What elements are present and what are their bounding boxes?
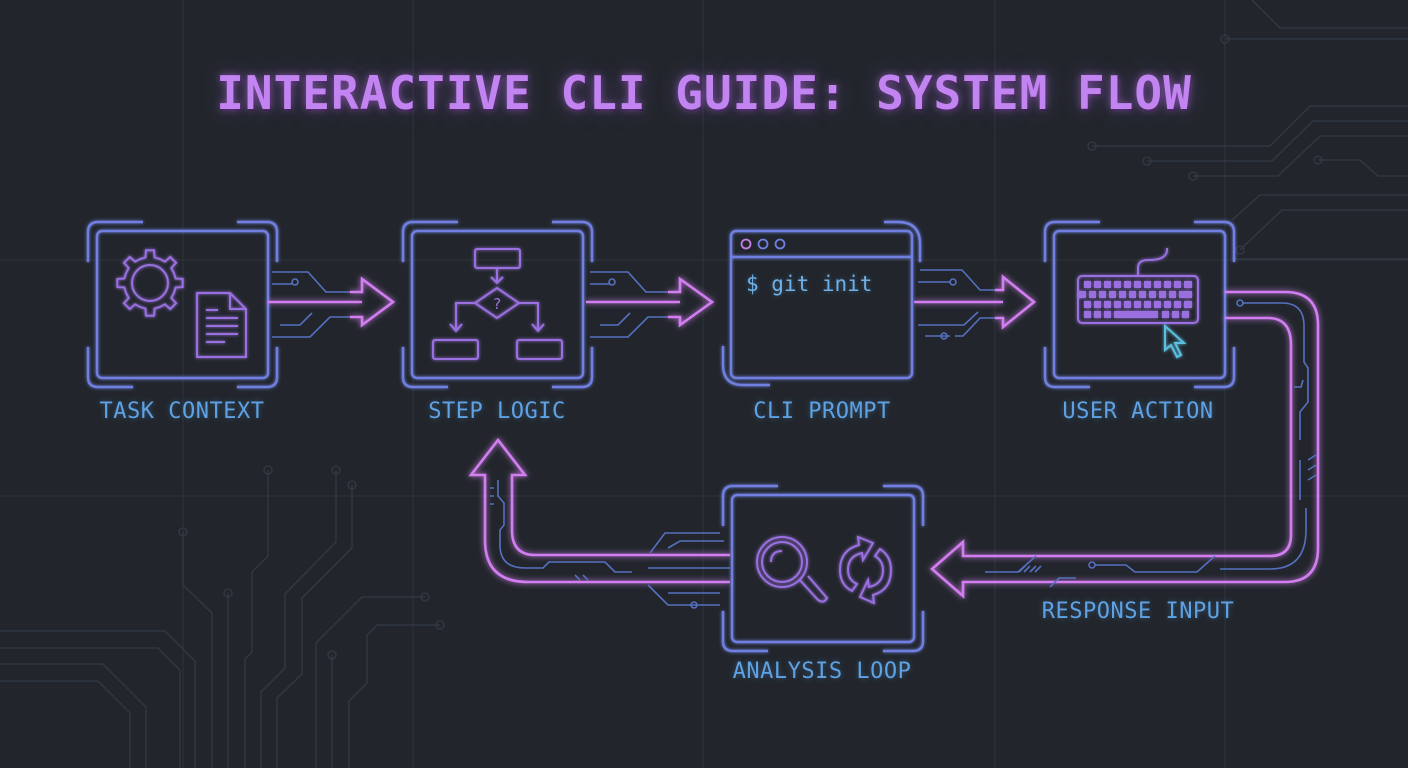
magnifier-icon — [756, 536, 829, 603]
keyboard-key — [1114, 301, 1121, 308]
flowchart-decision-symbol: ? — [492, 295, 501, 313]
keyboard-key — [1184, 301, 1192, 308]
arrow-analysis-to-step — [468, 437, 730, 584]
node-label-task-context: TASK CONTEXT — [99, 399, 265, 424]
keyboard-key — [1164, 281, 1171, 288]
keyboard-key — [1179, 291, 1192, 298]
edge-label-response-input: RESPONSE INPUT — [1041, 599, 1235, 624]
keyboard-key — [1144, 301, 1151, 308]
terminal-window-icon — [721, 220, 922, 387]
keyboard-key — [1164, 301, 1171, 308]
window-close-dot — [740, 238, 752, 250]
node-label-step-logic: STEP LOGIC — [428, 399, 566, 424]
node-label-analysis-loop: ANALYSIS LOOP — [732, 659, 912, 684]
keyboard-key — [1149, 291, 1156, 298]
keyboard-icon — [1077, 248, 1199, 324]
keyboard-key — [1174, 281, 1181, 288]
node-label-user-action: USER ACTION — [1062, 399, 1214, 424]
keyboard-key — [1172, 311, 1179, 318]
node-analysis-loop-frame — [721, 484, 925, 653]
loop-traces — [490, 299, 1317, 609]
keyboard-key — [1104, 311, 1111, 318]
keyboard-key — [1139, 291, 1146, 298]
keyboard-key — [1084, 311, 1091, 318]
keyboard-key — [1119, 291, 1126, 298]
keyboard-key — [1099, 291, 1106, 298]
keyboard-key — [1089, 291, 1096, 298]
diagram-title: INTERACTIVE CLI GUIDE: SYSTEM FLOW — [216, 66, 1192, 120]
keyboard-key — [1084, 281, 1091, 288]
keyboard-key — [1182, 311, 1189, 318]
keyboard-key — [1159, 291, 1166, 298]
keyboard-key — [1184, 281, 1192, 288]
document-icon — [196, 292, 247, 358]
arrow-cli-to-user — [914, 274, 1037, 330]
node-step-logic-frame — [401, 220, 594, 389]
keyboard-key — [1144, 281, 1151, 288]
keyboard-key — [1129, 291, 1136, 298]
keyboard-key — [1109, 291, 1116, 298]
keyboard-key — [1114, 311, 1158, 318]
terminal-command: $ git init — [746, 272, 873, 296]
keyboard-key — [1094, 311, 1101, 318]
mouse-cursor-icon — [1164, 323, 1187, 359]
keyboard-key — [1094, 281, 1101, 288]
keyboard-key — [1077, 291, 1086, 298]
arrow-step-to-cli — [586, 276, 715, 328]
arrow-task-to-step — [268, 276, 396, 328]
arrow-user-to-analysis — [930, 290, 1320, 599]
keyboard-key — [1104, 281, 1111, 288]
node-task-context-frame — [86, 220, 279, 389]
keyboard-key — [1124, 301, 1131, 308]
keyboard-key — [1169, 291, 1176, 298]
window-min-dot — [757, 238, 769, 250]
keyboard-key — [1094, 301, 1101, 308]
keyboard-key — [1084, 301, 1091, 308]
keyboard-key — [1154, 281, 1161, 288]
keyboard-key — [1174, 301, 1181, 308]
keyboard-key — [1134, 301, 1141, 308]
keyboard-key — [1124, 281, 1131, 288]
node-label-cli-prompt: CLI PROMPT — [753, 399, 891, 424]
flowchart-icon — [432, 248, 563, 360]
window-max-dot — [774, 238, 786, 250]
gear-icon — [116, 249, 184, 317]
node-user-action-frame — [1043, 220, 1236, 389]
keyboard-key — [1104, 301, 1111, 308]
refresh-icon — [838, 535, 893, 605]
connector-traces — [272, 269, 995, 340]
keyboard-key — [1114, 281, 1121, 288]
keyboard-key — [1162, 311, 1169, 318]
keyboard-key — [1154, 301, 1161, 308]
keyboard-key — [1134, 281, 1141, 288]
